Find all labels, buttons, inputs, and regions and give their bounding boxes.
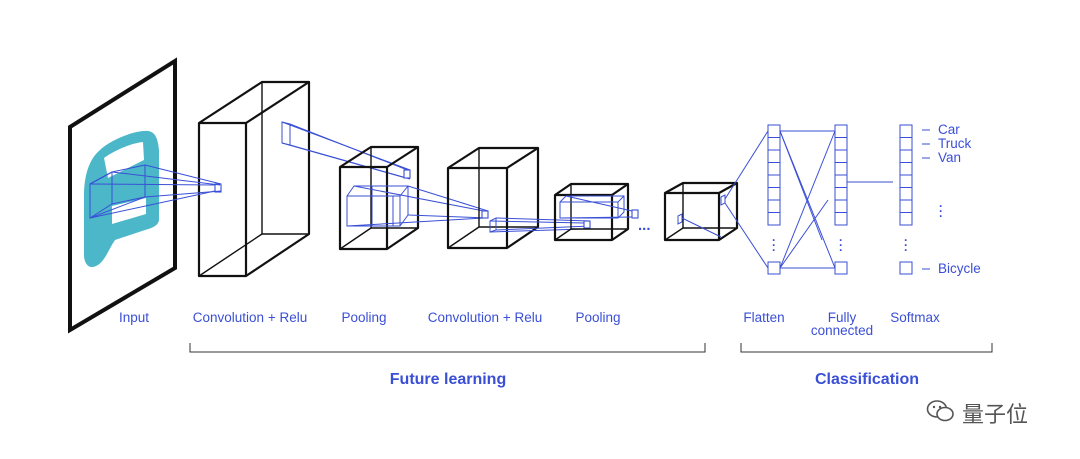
stage-label-input: Input [118,310,150,325]
wechat-icon [926,400,954,422]
class-label-truck: Truck [938,136,972,151]
fully-connected-layer [779,124,893,275]
fc-vertical-dots: ··· [839,233,843,257]
flatten-vertical-dots: ··· [772,233,776,257]
conv1-volume [89,80,411,278]
feature-learning-bracket [189,343,706,353]
class-label-car: Car [938,122,960,137]
classes-vertical-dots: ··· [939,199,943,223]
pool2-volume [553,182,639,242]
classification-bracket [740,343,993,353]
watermark-text: 量子位 [962,403,1029,428]
stage-label-pool1: Pooling [341,310,387,325]
stage-label-fully-connected: Fully connected [810,310,874,338]
stage-label-conv1: Convolution + Relu [192,310,308,325]
stage-label-flatten: Flatten [743,310,785,325]
car-icon [84,130,159,268]
flatten-layer [724,124,781,275]
layers-ellipsis: ... [638,217,651,234]
section-title-feature-learning: Future learning [389,371,507,388]
softmax-layer [899,124,930,275]
conv2-volume [446,146,591,250]
stage-label-softmax: Softmax [890,310,940,325]
section-title-classification: Classification [814,371,920,388]
class-label-van: Van [938,150,962,165]
stage-label-conv2: Convolution + Relu [427,310,543,325]
stage-label-pool2: Pooling [575,310,621,325]
class-label-bicycle: Bicycle [938,261,981,276]
final-feature-volume [663,181,739,242]
watermark-logo: 量子位 [926,397,1029,429]
softmax-vertical-dots: ··· [904,233,908,257]
pool1-volume [338,145,489,251]
